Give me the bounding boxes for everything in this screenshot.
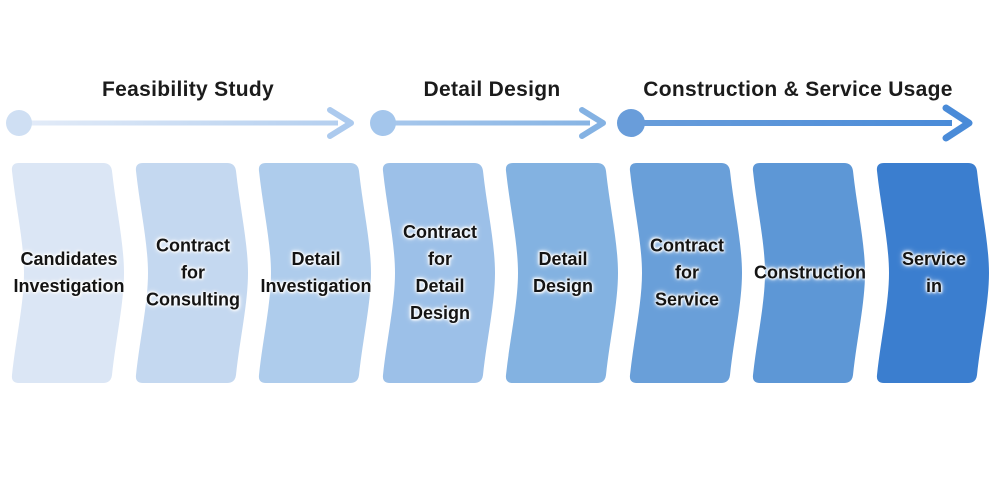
stage-service-in: Service in [868,163,992,383]
phase-title-construction-service-usage: Construction & Service Usage [643,78,953,101]
stage-label: Contract for Consulting [146,235,240,310]
stage-construction: Construction [744,163,868,383]
arrow-head-icon [942,104,973,142]
phase-title-feasibility-study: Feasibility Study [102,78,274,101]
stage-shape [629,163,742,383]
stage-shape [135,163,248,383]
stage-candidates-investigation: Candidates Investigation [3,163,127,383]
stage-banner-icon [752,163,865,383]
stage-label: Detail Design [532,249,593,296]
phase-title-detail-design: Detail Design [423,78,561,101]
stage-label: Candidates Investigation [13,249,125,296]
arrow-head-icon [327,107,354,139]
phase-dot [6,110,32,136]
stage-shape [382,163,495,383]
stage-label: Detail Investigation [260,249,372,296]
stage-banner-icon [11,163,125,383]
stage-shape [876,163,989,383]
arrow-head-icon [579,107,606,139]
phase-dot [617,109,645,137]
stage-banner-icon [876,163,989,383]
stage-shape [11,163,125,383]
stage-banner-icon [258,163,371,383]
stage-contract-for-detail-design: Contract for Detail Design [374,163,498,383]
stage-detail-investigation: Detail Investigation [250,163,374,383]
stage-detail-design: Detail Design [497,163,621,383]
stage-label: Contract for Service [649,235,724,310]
stage-shape [258,163,371,383]
stage-shape [505,163,618,383]
stage-label: Construction [754,262,866,283]
stage-banner-icon [505,163,618,383]
stage-banner-icon [629,163,742,383]
stage-banner-icon [382,163,495,383]
stage-contract-for-service: Contract for Service [621,163,745,383]
stage-banner-icon [135,163,248,383]
stage-label: Contract for Detail Design [402,222,477,323]
stage-contract-for-consulting: Contract for Consulting [127,163,251,383]
stage-shape [752,163,865,383]
phase-timeline [6,104,973,142]
phase-dot [370,110,396,136]
stage-label: Service in [901,249,967,296]
